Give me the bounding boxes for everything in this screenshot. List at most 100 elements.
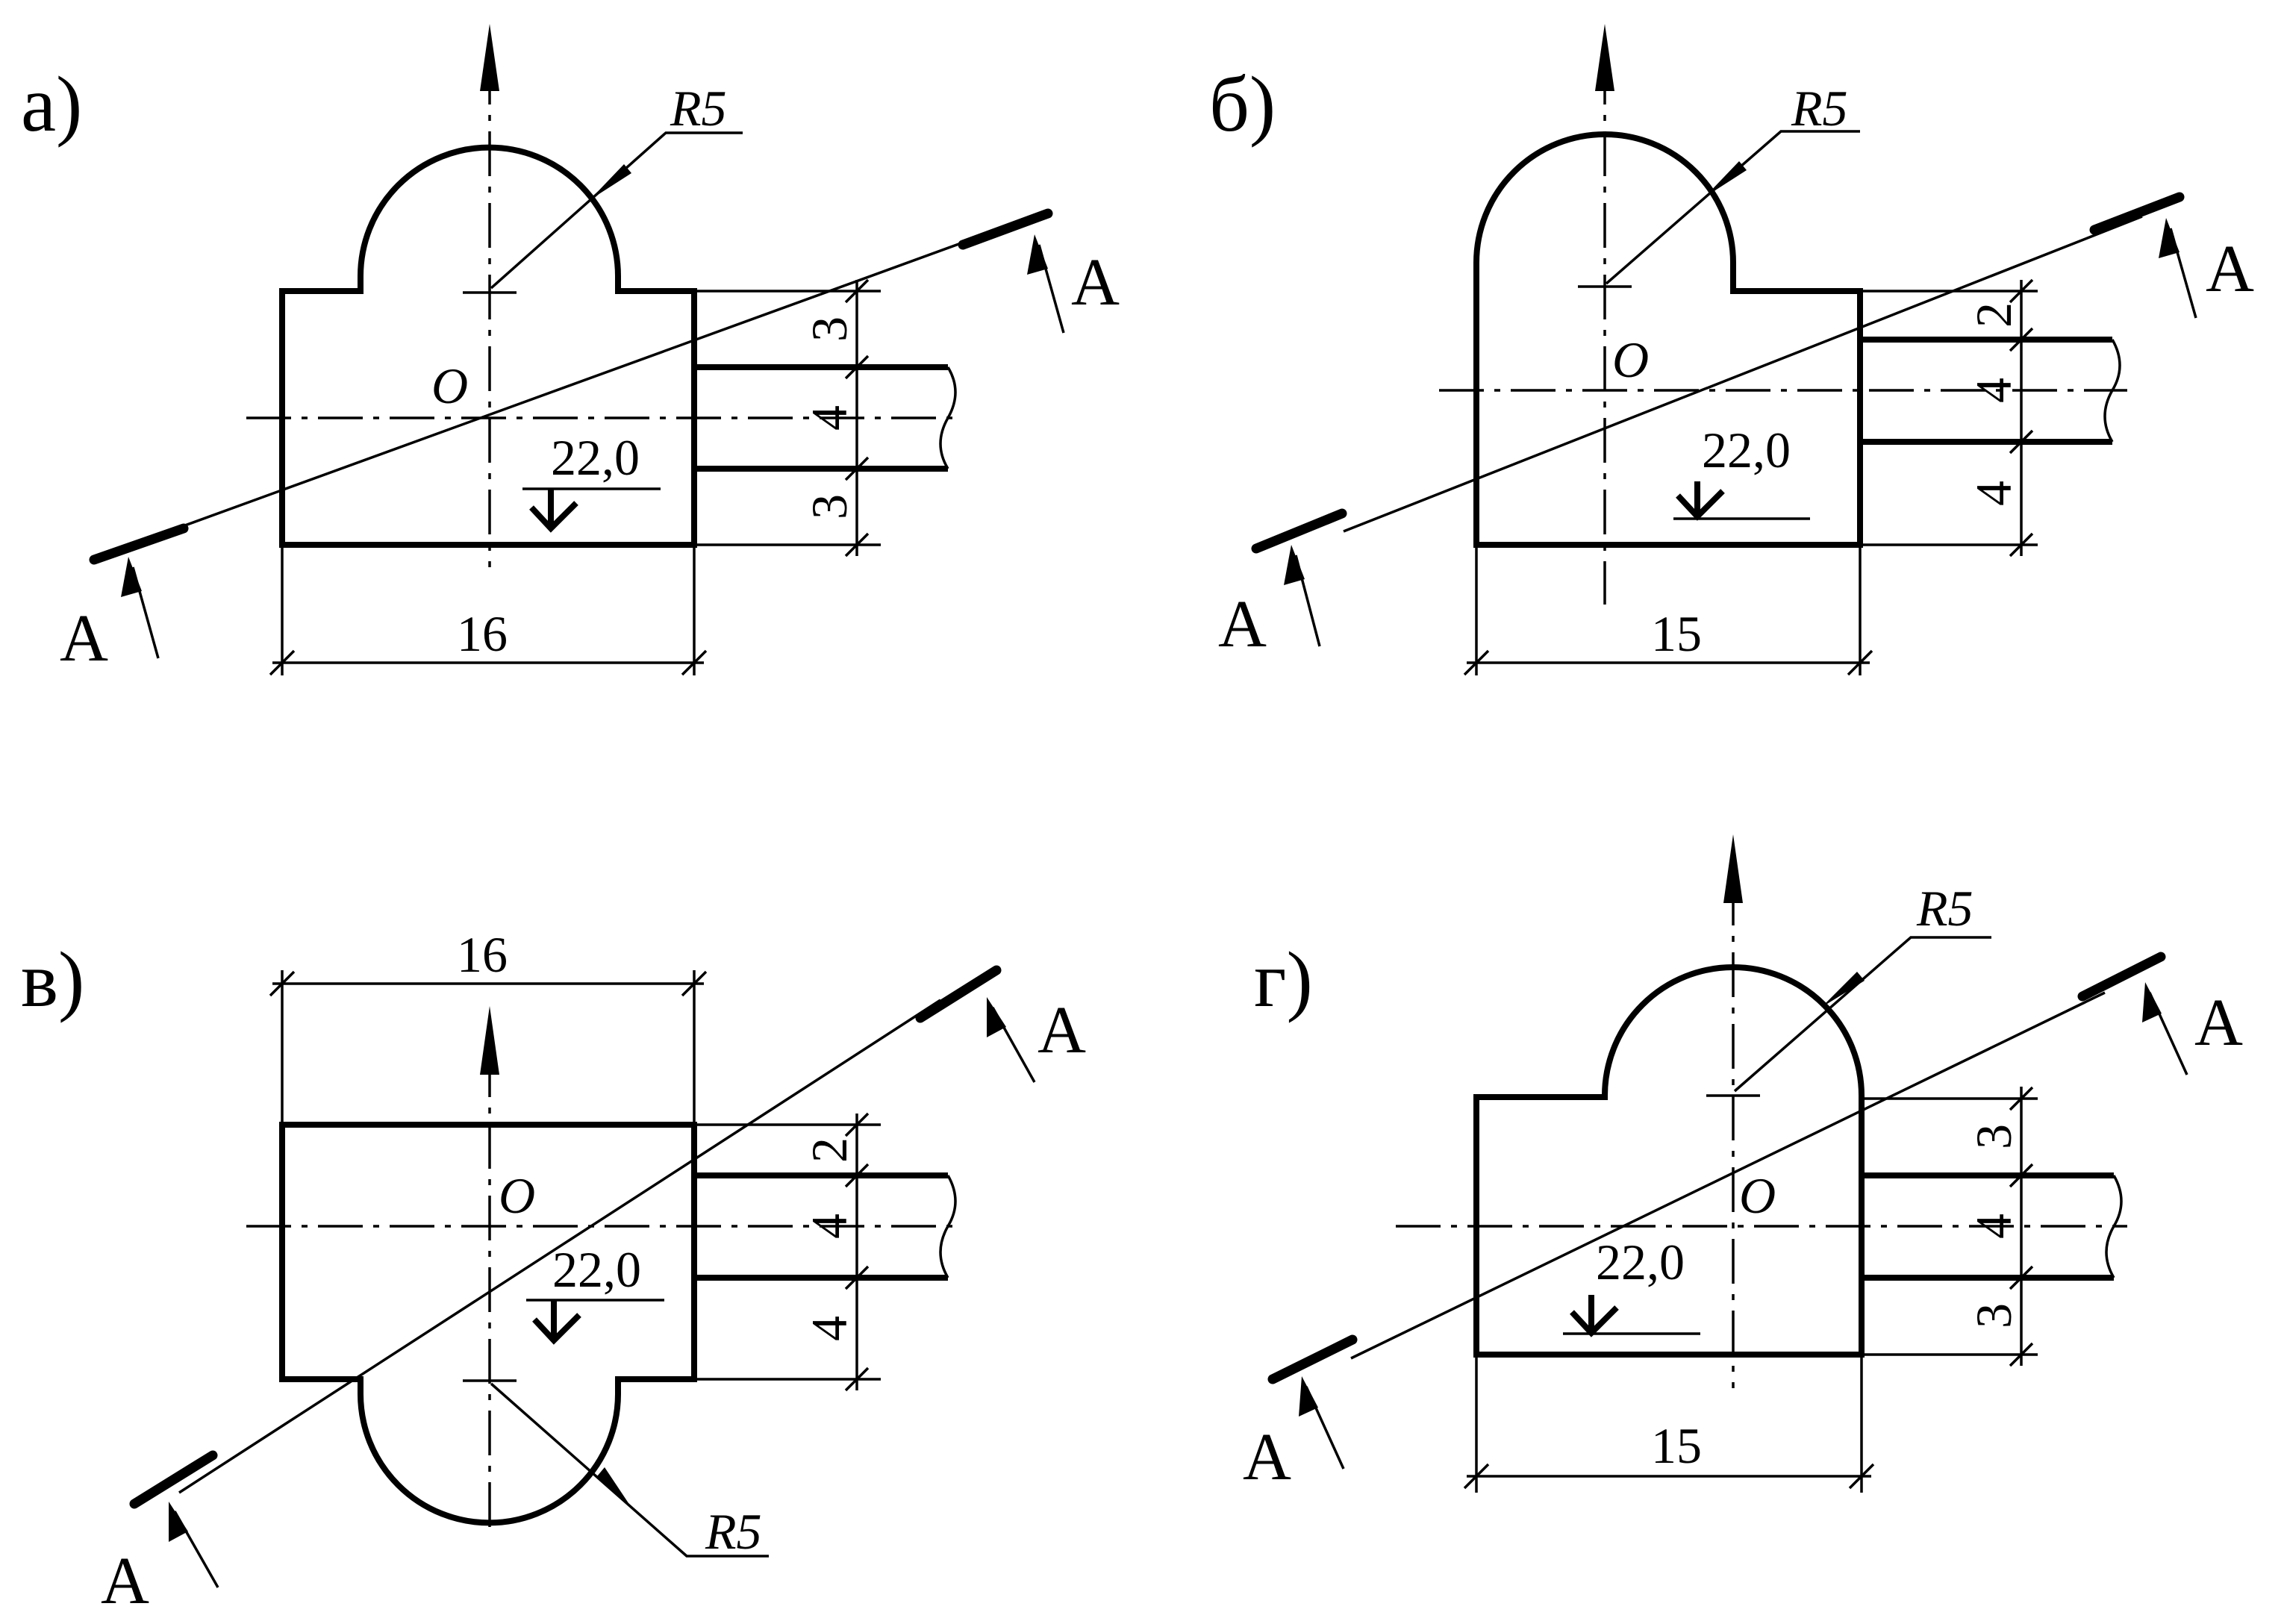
panel-v-center-label: O [499,1167,535,1224]
panel-b-angle-label: 22,0 [1702,422,1791,478]
panel-a-section-mark-left: A [60,602,108,675]
panel-v-axis-arrow [480,1006,499,1075]
panel-b-section-mark-right: A [2206,232,2254,306]
panel-v-label: в) [21,936,84,1023]
panel-a-width-extension [281,545,696,675]
panel-b-vdim-3: 4 [1965,481,2022,506]
panel-b-radius-arrow [1705,161,1747,197]
panel-v-width-label: 16 [457,926,508,983]
panel-v-angle-arrow [532,1300,581,1345]
panel-a-vdim-line [844,278,870,558]
panel-g-vdim-3: 3 [1965,1303,2022,1328]
panel-b-vdim-1: 2 [1965,302,2022,328]
panel-v-radius-label: R5 [705,1503,762,1560]
panel-v-section-mark-left: A [101,1544,149,1618]
panel-a-radius-leader [490,131,743,290]
panel-b-radius-label: R5 [1791,80,1848,137]
panel-b: б) R5 O A A 22,0 15 2 4 4 [1209,24,2254,676]
panel-g-width-label: 15 [1651,1417,1702,1474]
panel-g-vdim-line [2009,1086,2034,1367]
panel-g-cut-end [2077,952,2166,1002]
panel-v-outline [279,1122,697,1526]
panel-b-label: б) [1209,60,1276,148]
panel-a-angle-label: 22,0 [551,429,640,486]
panel-b-vdim-line [2009,278,2034,558]
panel-v-view-arrowhead-left [169,1502,188,1542]
panel-a-section-mark-right: A [1071,246,1120,319]
panel-g-angle-arrow [1570,1295,1619,1337]
panel-v-radius-leader [490,1382,769,1558]
panel-b-section-line [1343,215,2143,533]
panel-a: а) R5 O A A 22,0 16 [21,24,1120,676]
panel-g-vdim-2: 4 [1965,1214,2022,1239]
panel-b-vdim-extensions [1860,290,2112,546]
panel-g-width-dimline [1463,1463,1875,1490]
panel-g-vdim-extensions [1862,1097,2114,1356]
panel-v-section-mark-right: A [1038,993,1086,1067]
panel-v: в) R5 O A A 22,0 16 2 4 4 [21,926,1086,1618]
panel-a-view-arrowhead-left [121,557,142,597]
panel-b-outline [1473,131,1863,548]
panel-a-vdim-2: 4 [801,405,858,431]
panel-v-angle-label: 22,0 [552,1241,641,1298]
panel-g-width-extension [1475,1355,1863,1493]
panel-a-radius-label: R5 [670,80,727,137]
panel-g-section-line [1350,991,2106,1360]
panel-a-view-arrowhead-right [1027,234,1048,275]
panel-g-radius-leader [1733,936,1991,1093]
panel-v-width-dimline [269,970,708,997]
panel-b-cut-start [1251,508,1347,554]
panel-a-label: а) [21,60,82,148]
panel-g-angle-label: 22,0 [1596,1234,1685,1290]
panel-g-section-mark-right: A [2194,986,2243,1060]
panel-v-section-line [178,999,941,1494]
panel-v-view-arrowhead-right [987,997,1006,1037]
panel-a-vdim-extensions [694,290,948,546]
panel-g-radius-label: R5 [1916,880,1973,937]
panel-a-vdim-3: 3 [801,494,858,519]
panel-g-label: г) [1254,936,1313,1023]
panel-v-cut-start [129,1450,218,1509]
panel-g: г) R5 O A A 22,0 15 3 4 3 [1243,834,2243,1494]
panel-a-cut-end [958,208,1053,250]
panel-g-cut-start [1267,1334,1358,1384]
panel-b-angle-arrow [1676,481,1725,521]
panel-b-width-extension [1475,545,1862,675]
panel-b-section-mark-left: A [1218,587,1267,661]
panel-b-view-arrowhead-right [2159,218,2180,258]
panel-v-vdim-line [844,1112,870,1392]
panel-v-width-extension [281,970,696,1125]
panel-b-axis-arrow [1595,24,1614,91]
panel-a-center-label: O [431,357,468,414]
panel-g-vdim-1: 3 [1965,1124,2022,1149]
panel-b-width-dimline [1463,649,1873,676]
panel-a-width-label: 16 [457,605,508,662]
panel-v-radius-arrow [597,1467,631,1508]
panel-g-center-label: O [1739,1167,1776,1224]
panel-g-view-arrowhead-right [2142,982,2162,1022]
panel-g-outline [1473,964,1865,1358]
panel-b-center-label: O [1612,331,1649,388]
panel-a-outline [279,144,697,548]
panel-a-cut-start [89,523,189,565]
panel-v-vdim-2: 4 [801,1214,858,1239]
panel-a-axis-arrow [480,24,499,91]
panel-v-vdim-3: 4 [801,1316,858,1341]
panel-v-vdim-1: 2 [801,1137,858,1163]
panel-g-axis-arrow [1723,834,1743,903]
panel-a-angle-arrow [529,489,578,533]
panel-b-view-arrowhead-left [1284,545,1305,585]
panel-v-cut-end [915,965,1002,1023]
panel-b-vdim-2: 4 [1965,378,2022,403]
panel-v-vdim-extensions [694,1123,948,1381]
panel-g-radius-arrow [1821,972,1865,1008]
panel-b-cut-end [2089,192,2185,235]
panel-g-view-arrowhead-left [1299,1376,1318,1417]
panel-a-width-dimline [269,649,708,676]
panel-g-section-mark-left: A [1243,1420,1291,1494]
panel-b-width-label: 15 [1651,605,1702,662]
panel-a-vdim-1: 3 [801,316,858,342]
panel-a-section-line [141,226,1005,543]
panel-b-radius-leader [1605,130,1860,285]
